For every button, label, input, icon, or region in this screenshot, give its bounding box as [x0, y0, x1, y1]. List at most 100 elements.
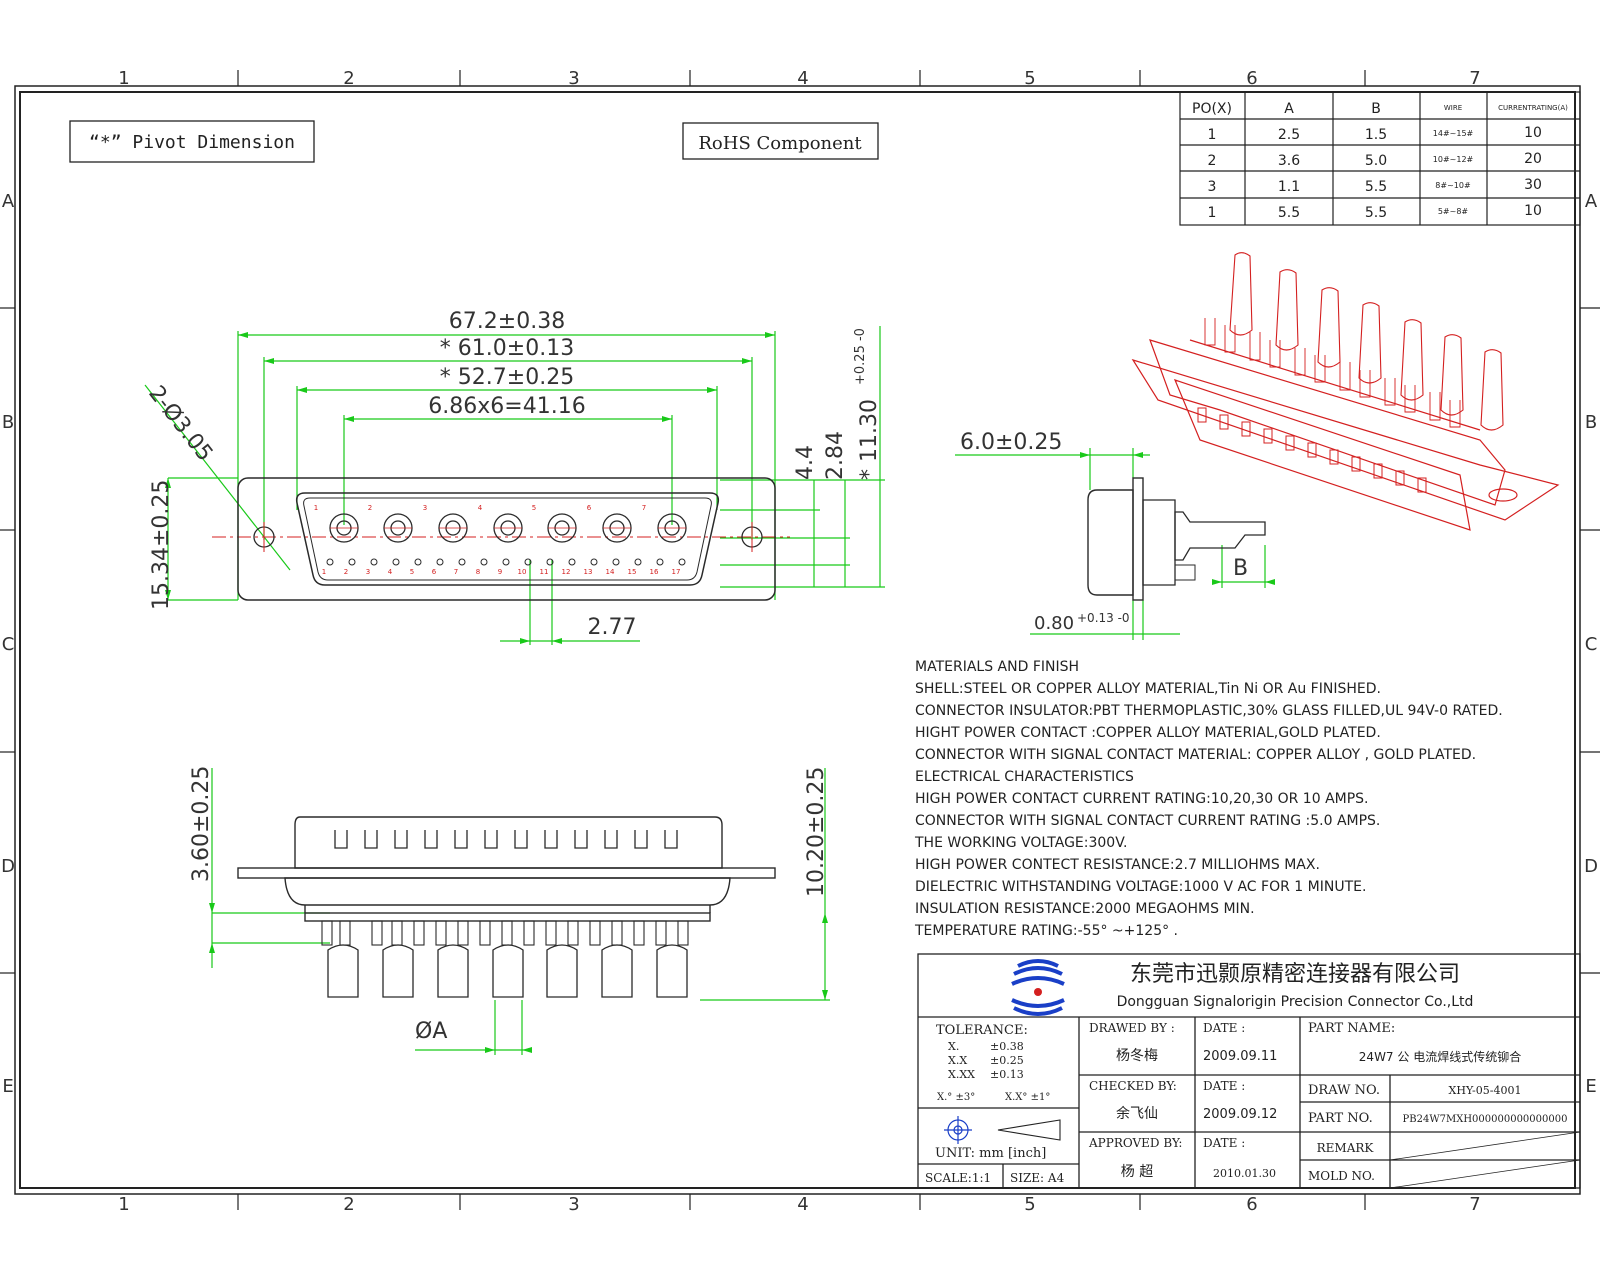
side-shell	[1087, 489, 1134, 596]
tolerance-label: TOLERANCE:	[936, 1023, 1028, 1038]
svg-text:X.° ±3°: X.° ±3°	[937, 1092, 975, 1103]
col-num: 2	[343, 68, 354, 89]
col-num: 3	[568, 68, 579, 89]
po-header: PO(X)	[1192, 101, 1232, 117]
svg-text:13: 13	[584, 568, 593, 576]
col-num: 2	[343, 1194, 354, 1215]
dim-b: B	[1233, 556, 1248, 581]
side-contact	[1174, 511, 1266, 561]
rohs-note: RoHS Component	[682, 122, 879, 160]
svg-text:±0.25: ±0.25	[990, 1054, 1024, 1067]
po-table: PO(X) A B WIRE CURRENTRATING(A) 1 2.5 1.…	[1179, 91, 1581, 226]
row-letter: E	[1585, 1076, 1596, 1097]
svg-text:3: 3	[366, 568, 370, 576]
part-name: 24W7 公 电流焊线式传统铆合	[1359, 1049, 1521, 1064]
po-cell: 10#~12#	[1433, 155, 1474, 164]
part-no: PB24W7MXH000000000000000	[1403, 1114, 1568, 1125]
approved-by-label: APPROVED BY:	[1088, 1136, 1182, 1150]
dim-hole-pitch: * 61.0±0.13	[440, 336, 574, 361]
draw-no-label: DRAW NO.	[1308, 1083, 1380, 1098]
dim-3-60: 3.60±0.25	[189, 766, 214, 882]
po-cell: 3.6	[1278, 153, 1300, 169]
front-view-dimension-texts: 67.2±0.38 * 61.0±0.13 * 52.7±0.25 6.86x6…	[143, 309, 882, 640]
dim-0-80: 0.80	[1034, 613, 1074, 634]
dim-4-4: 4.4	[793, 445, 818, 480]
svg-text:4: 4	[388, 568, 393, 576]
spec-line: ELECTRICAL CHARACTERISTICS	[915, 769, 1134, 785]
po-cell: 10	[1524, 203, 1542, 219]
dim-2-84: 2.84	[823, 431, 848, 480]
unit-label: UNIT: mm [inch]	[935, 1146, 1046, 1161]
spec-line: CONNECTOR WITH SIGNAL CONTACT CURRENT RA…	[915, 813, 1380, 829]
shell-outline	[295, 492, 720, 586]
signal-contact-numbers: 1 2 3 4 5 6 7 8 9 10 11 12 13 14 15 16 1…	[322, 568, 681, 576]
po-cell: 14#~15#	[1433, 129, 1474, 138]
po-header: B	[1371, 101, 1381, 117]
projection-symbol-icon	[944, 1116, 972, 1144]
front-view-arrowheads	[165, 332, 775, 644]
frame-ticks	[0, 70, 1600, 1210]
row-letter: B	[1585, 412, 1597, 433]
company-name-en: Dongguan Signalorigin Precision Connecto…	[1117, 994, 1474, 1010]
isometric-view	[1131, 252, 1560, 531]
company-logo-icon	[1011, 959, 1065, 1016]
dim-flange-height: 15.34±0.25	[149, 480, 174, 610]
flange-outline	[237, 477, 776, 601]
checked-by: 余飞仙	[1116, 1105, 1158, 1122]
svg-text:10: 10	[518, 568, 527, 576]
svg-text:5: 5	[532, 504, 536, 512]
dim-11-30: * 11.30	[857, 399, 882, 480]
row-letters-right: A B C D E	[1584, 191, 1598, 1097]
po-cell: 2.5	[1278, 127, 1300, 143]
part-name-label: PART NAME:	[1308, 1021, 1395, 1036]
po-cell: 1.1	[1278, 179, 1300, 195]
spec-line: INSULATION RESISTANCE:2000 MEGAOHMS MIN.	[915, 901, 1255, 917]
svg-text:±0.38: ±0.38	[990, 1040, 1024, 1053]
po-cell: 5#~8#	[1438, 207, 1469, 216]
materials-spec-list: MATERIALS AND FINISH SHELL:STEEL OR COPP…	[914, 659, 1503, 939]
po-cell: 5.0	[1365, 153, 1387, 169]
po-cell: 1	[1208, 127, 1217, 143]
signal-contacts	[326, 558, 686, 566]
bottom-shell	[294, 816, 723, 869]
taper-symbol-icon	[997, 1119, 1061, 1141]
svg-text:±0.13: ±0.13	[990, 1068, 1024, 1081]
bottom-view: 3.60±0.25 10.20±0.25 ØA	[189, 766, 830, 1055]
size-label: SIZE: A4	[1010, 1171, 1065, 1185]
bottom-insulator	[284, 877, 731, 906]
row-letter: E	[2, 1076, 13, 1097]
spec-line: THE WORKING VOLTAGE:300V.	[914, 835, 1127, 851]
bottom-signal-tails	[321, 920, 689, 946]
po-cell: 3	[1208, 179, 1217, 195]
svg-text:7: 7	[454, 568, 458, 576]
bottom-signal-slots	[334, 830, 678, 849]
svg-text:7: 7	[642, 504, 646, 512]
po-cell: 5.5	[1365, 205, 1387, 221]
po-cell: 20	[1524, 151, 1542, 167]
po-header: A	[1284, 101, 1294, 117]
po-cell: 10	[1524, 125, 1542, 141]
svg-text:X.X: X.X	[948, 1054, 967, 1067]
dim-0-80-tolerance: +0.13 -0	[1077, 611, 1130, 625]
row-letter: C	[2, 634, 15, 655]
side-flange	[1132, 477, 1144, 601]
date-approved: 2010.01.30	[1213, 1167, 1276, 1180]
spec-line: TEMPERATURE RATING:-55° ~+125° .	[914, 923, 1178, 939]
dim-mounting-holes: 2-Ø3.05	[143, 381, 217, 466]
col-num: 7	[1469, 68, 1480, 89]
side-view: 6.0±0.25 B 0.80 +0.13 -0	[955, 430, 1275, 640]
svg-text:4: 4	[478, 504, 483, 512]
svg-text:15: 15	[628, 568, 637, 576]
col-num: 3	[568, 1194, 579, 1215]
drawn-by-label: DRAWED BY :	[1089, 1021, 1175, 1035]
svg-text:DATE :: DATE :	[1203, 1079, 1245, 1093]
col-num: 4	[797, 1194, 808, 1215]
shell-inner	[303, 497, 712, 581]
svg-text:DATE :: DATE :	[1203, 1021, 1245, 1035]
row-letter: D	[1, 856, 15, 877]
po-cell: 2	[1208, 153, 1217, 169]
spec-line: DIELECTRIC WITHSTANDING VOLTAGE:1000 V A…	[915, 879, 1366, 895]
company-name-cn: 东莞市迅颢原精密连接器有限公司	[1130, 962, 1460, 987]
svg-text:6: 6	[432, 568, 437, 576]
